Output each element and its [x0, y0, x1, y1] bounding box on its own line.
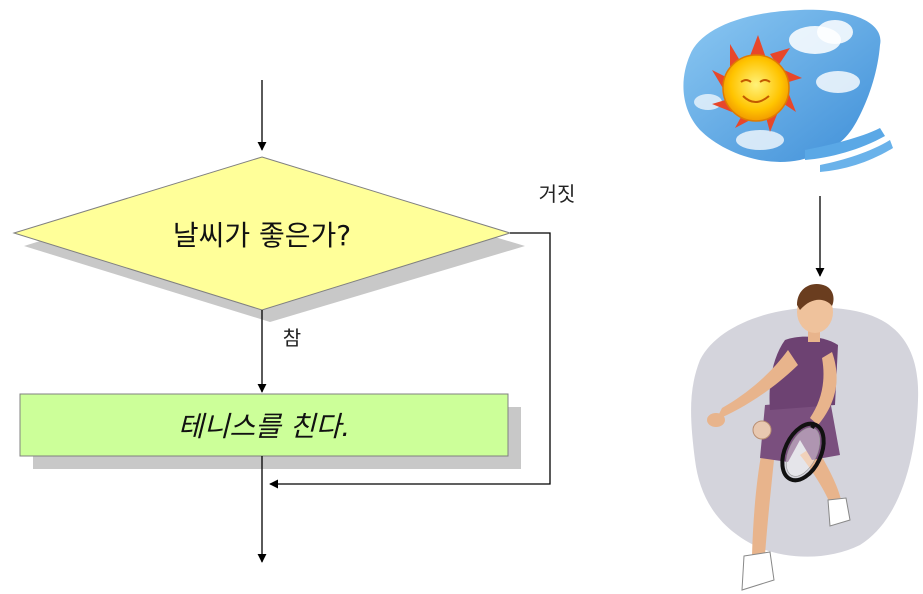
- tennis-player-icon: [691, 284, 919, 591]
- process-text: 테니스를 친다.: [178, 410, 350, 443]
- false-branch-line: [269, 232, 551, 489]
- sun-in-sky-icon: [683, 9, 893, 172]
- process-box: [19, 393, 509, 457]
- false-label: 거짓: [539, 182, 576, 206]
- decision-text: 날씨가 좋은가?: [173, 219, 351, 252]
- true-label: 참: [283, 326, 301, 350]
